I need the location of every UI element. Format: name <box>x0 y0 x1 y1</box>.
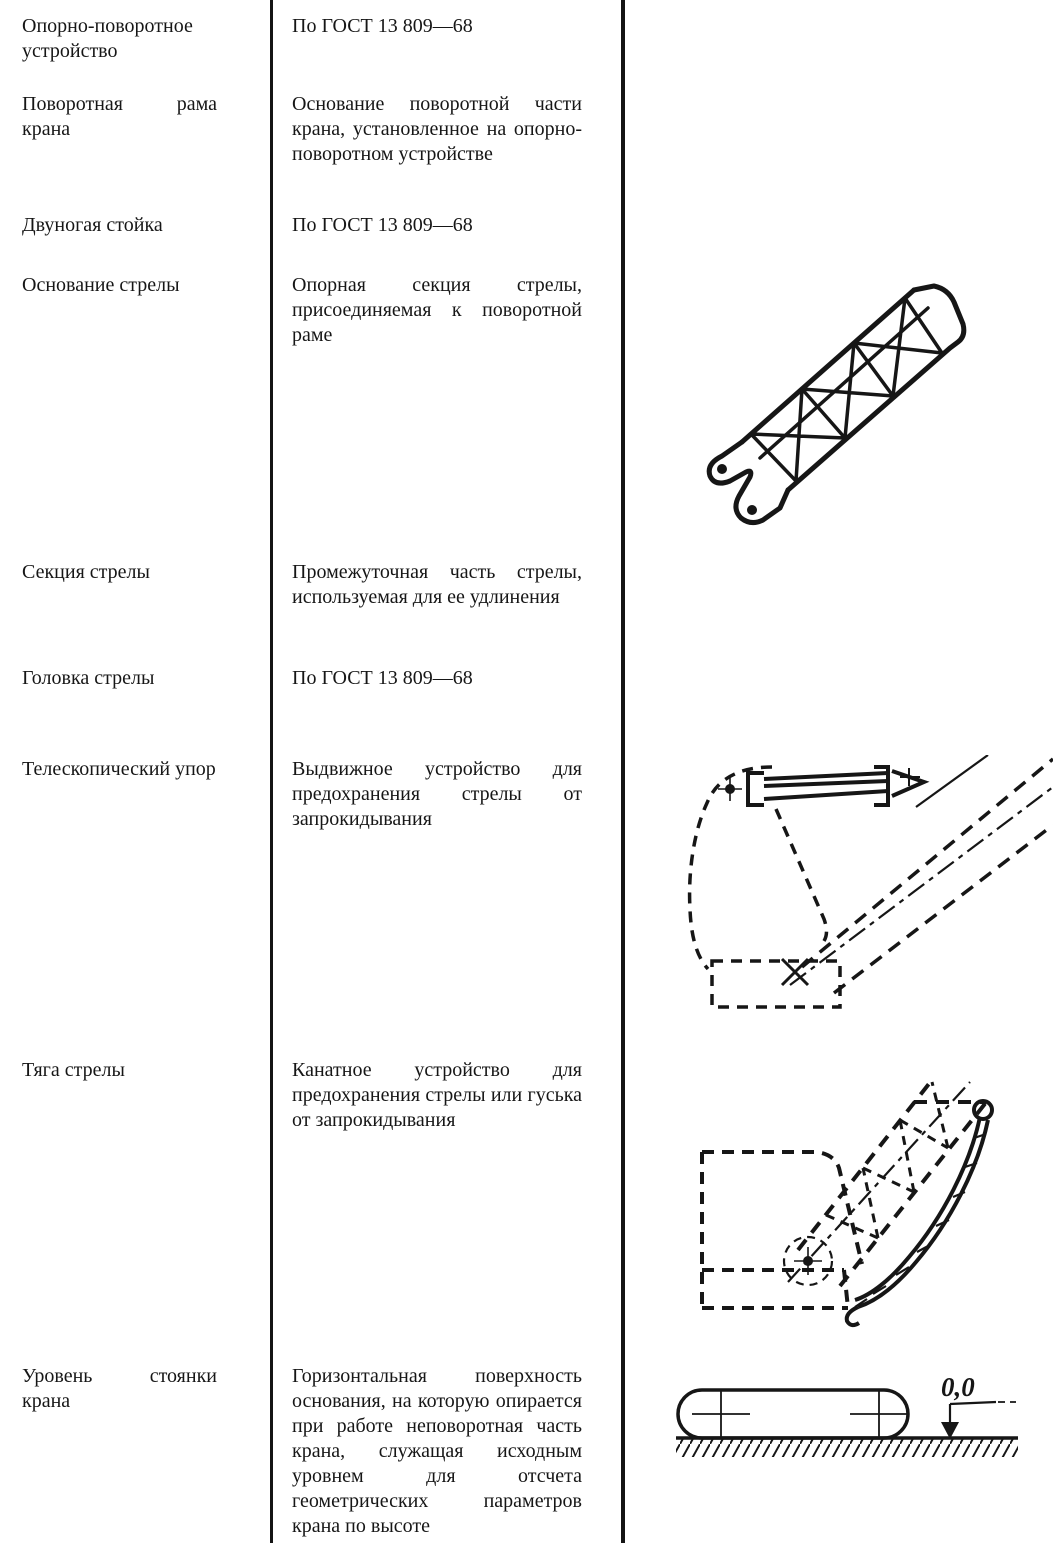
boom-base-section-drawing <box>706 283 967 526</box>
ground-level-figure: 0,0 <box>660 1372 1053 1472</box>
definition-cell: Промежуточная часть стрелы, используемая… <box>292 561 582 608</box>
term-cell: Телескопический упор <box>22 758 216 780</box>
ground-level-drawing: 0,0 <box>676 1372 1018 1457</box>
telescopic-stop-drawing <box>687 755 1053 1009</box>
definition-cell: Основание поворотной части крана, устано… <box>292 93 582 165</box>
term-cell: Головка стрелы <box>22 667 155 689</box>
definition-cell: Выдвижное устройство для предохранения с… <box>292 758 582 830</box>
boom-foot-pivot-hole <box>747 505 757 515</box>
definition-cell: Канатное устройство для предохранения ст… <box>292 1059 582 1131</box>
boom-tie-figure <box>676 1068 1053 1333</box>
ground-hatching <box>676 1439 1018 1457</box>
boom-base-section-figure <box>676 262 1053 542</box>
term-cell: Основание стрелы <box>22 274 180 296</box>
term-cell: Двуногая стойка <box>22 214 163 236</box>
definition-cell: По ГОСТ 13 809—68 <box>292 15 473 37</box>
boom-heel-pivot <box>803 1256 813 1266</box>
telescopic-stop-figure <box>676 755 1053 1015</box>
term-cell: Секция стрелы <box>22 561 150 583</box>
boom-tie-drawing <box>700 1078 994 1328</box>
definition-cell: Горизонтальная поверхность основания, на… <box>292 1365 582 1537</box>
term-cell: Поворотная рама крана <box>22 93 217 140</box>
strut-pivot <box>725 784 735 794</box>
term-cell: Уровень стоянки крана <box>22 1365 217 1412</box>
definition-cell: По ГОСТ 13 809—68 <box>292 214 473 236</box>
definition-cell: По ГОСТ 13 809—68 <box>292 667 473 689</box>
term-cell: Опорно-поворотное устройство <box>22 15 193 62</box>
rope-head-loop <box>972 1099 994 1121</box>
boom-foot-pivot-hole <box>717 464 727 474</box>
term-cell: Тяга стрелы <box>22 1059 125 1081</box>
table-divider-definitions <box>621 0 625 1543</box>
level-mark-arrow-icon <box>941 1422 959 1439</box>
table-divider-terms <box>270 0 273 1543</box>
elevation-zero-label: 0,0 <box>941 1372 975 1402</box>
definition-cell: Опорная секция стрелы, присоединяемая к … <box>292 274 582 346</box>
